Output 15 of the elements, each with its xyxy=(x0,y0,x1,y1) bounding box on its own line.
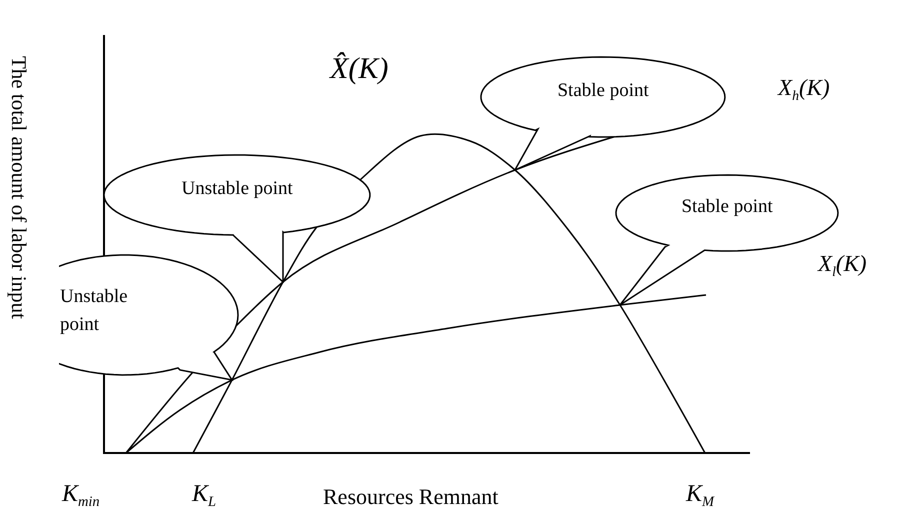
speech-bubble xyxy=(103,154,371,283)
speech-bubble xyxy=(59,254,239,381)
math-label: K$_{L}$ xyxy=(192,482,216,510)
math-label: X̂(K) xyxy=(330,54,388,84)
math-label: K$_{M}$ xyxy=(686,482,714,510)
callout-text: Unstable point xyxy=(181,176,293,201)
speech-bubble xyxy=(480,56,726,171)
axis-title: Resources Remnant xyxy=(323,486,498,508)
math-label: X$_{l}$(K) xyxy=(818,252,867,279)
callout-text: Stable point xyxy=(557,78,649,103)
callout-text: Stable point xyxy=(681,194,773,219)
callout-text: Unstable point xyxy=(60,285,129,338)
math-label: X$_{h}$(K) xyxy=(778,76,830,103)
math-label: K$_{min}$ xyxy=(62,482,100,510)
axis-title: The total amount of labor input xyxy=(8,55,29,319)
